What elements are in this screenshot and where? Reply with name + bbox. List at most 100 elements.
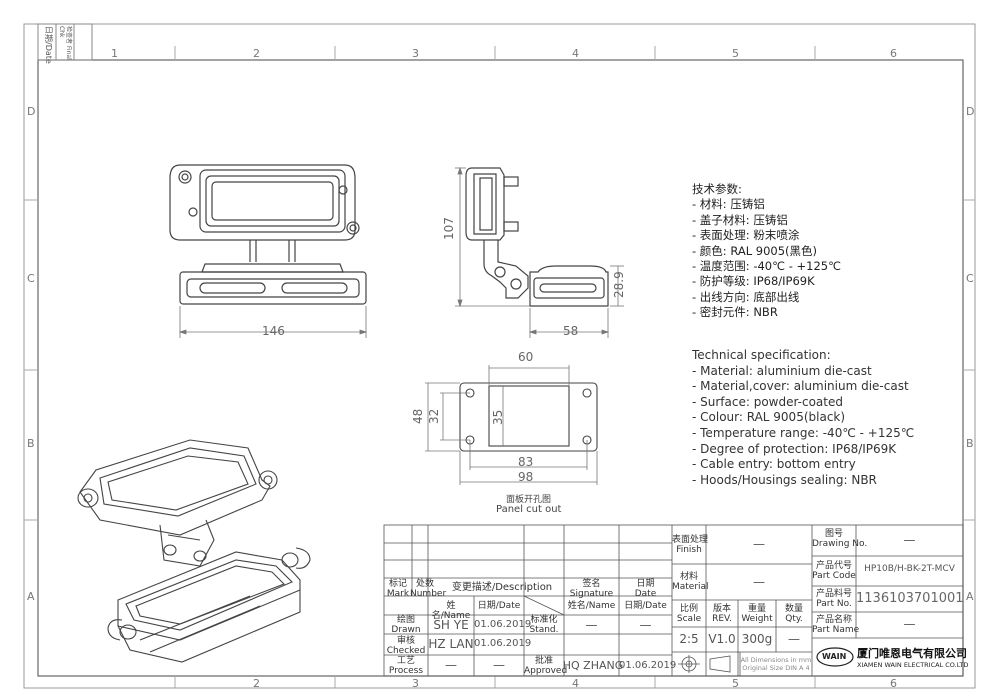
zone-left-a: A xyxy=(27,590,35,603)
specs-cn-item: - 材料: 压铸铝 xyxy=(692,197,765,212)
zone-top-4: 4 xyxy=(572,47,579,60)
tb-checked-name: HZ LAN xyxy=(428,637,474,651)
tb-material-value: — xyxy=(753,575,765,589)
specs-cn-item: - 密封元件: NBR xyxy=(692,305,778,320)
tb-rev-label: 版本 REV. xyxy=(712,604,732,624)
zone-bottom-4: 4 xyxy=(572,677,579,690)
company-name-en: XIAMEN WAIN ELECTRICAL CO.LTD xyxy=(857,661,969,669)
zone-left-c: C xyxy=(27,272,35,285)
specs-en-item: - Hoods/Housings sealing: NBR xyxy=(692,472,877,487)
tb-weight-label: 重量 Weight xyxy=(741,604,773,624)
tb-rev-value: V1.0 xyxy=(708,632,736,646)
tb-process-label: 工艺 Process xyxy=(388,656,424,676)
tb-number-label: 处数 Number xyxy=(410,579,447,599)
specs-en-item: - Material: aluminium die-cast xyxy=(692,363,872,378)
zone-bottom-5: 5 xyxy=(732,677,739,690)
tb-stand-name: — xyxy=(585,618,598,632)
tb-part-name-label: 产品名称 Part Name xyxy=(812,615,860,635)
tb-name-col: 姓名/Name xyxy=(431,601,471,621)
specs-en-item: - Material,cover: aluminium die-cast xyxy=(692,379,909,394)
tb-process-name: — xyxy=(445,658,457,672)
tb-date-col: 日期/Date xyxy=(477,601,521,611)
dim-cutout-h-mid: 32 xyxy=(427,408,441,424)
tb-part-code-value: HP10B/H-BK-2T-MCV xyxy=(864,564,955,574)
tb-checked-date: 01.06.2019 xyxy=(474,638,532,649)
zone-top-1: 1 xyxy=(111,47,118,60)
tb-finish-label: 表面处理 Finish xyxy=(672,535,709,555)
strip-check-label: 检查者 Final Chk xyxy=(58,26,72,60)
specs-cn-block: 技术参数: - 材料: 压铸铝 - 盖子材料: 压铸铝 - 表面处理: 粉末喷涂… xyxy=(692,182,841,321)
iso-view xyxy=(77,439,311,663)
tb-name-col2: 姓名/Name xyxy=(567,601,616,611)
zone-right-b: B xyxy=(966,437,974,450)
specs-cn-item: - 表面处理: 粉末喷涂 xyxy=(692,228,800,243)
wain-logo-mark xyxy=(816,647,854,667)
tb-scale-label: 比例 Scale xyxy=(676,604,702,624)
specs-en-block: Technical specification: - Material: alu… xyxy=(692,348,914,488)
tb-approved-date: 01.06.2019 xyxy=(619,660,677,671)
specs-cn-item: - 防护等级: IP68/IP69K xyxy=(692,274,815,289)
tb-finish-value: — xyxy=(753,537,765,551)
tb-mark-label: 标记 Mark xyxy=(386,579,410,599)
specs-en-item: - Surface: powder-coated xyxy=(692,394,843,409)
tb-date-col2: 日期/Date xyxy=(624,601,667,611)
tb-stand-label: 标准化 Stand. xyxy=(529,615,559,635)
cutout-label-en: Panel cut out xyxy=(496,504,562,515)
projection-symbol xyxy=(678,655,731,673)
dim-cutout-h-inner: 35 xyxy=(491,409,505,425)
strip-date-label: 日期/Date xyxy=(44,26,53,64)
specs-cn-title: 技术参数: xyxy=(692,182,742,196)
tb-checked-label: 审核 Checked xyxy=(386,636,426,656)
dim-146-lines xyxy=(178,306,368,338)
specs-cn-item: - 盖子材料: 压铸铝 xyxy=(692,212,788,227)
outer-frame xyxy=(23,23,976,689)
specs-cn-item: - 温度范围: -40℃ - +125℃ xyxy=(692,259,841,274)
zone-right-a: A xyxy=(966,590,974,603)
cutout-dim-lines xyxy=(425,365,598,485)
specs-en-item: - Cable entry: bottom entry xyxy=(692,457,856,472)
tb-part-no-value: 1136103701001 xyxy=(856,591,964,606)
dim-cutout-w-mid: 83 xyxy=(518,455,534,469)
tb-drawing-no-value: — xyxy=(903,533,916,547)
tb-date-label: 日期 Date xyxy=(634,579,657,599)
dim-depth-side: 58 xyxy=(563,324,579,338)
tb-qty-label: 数量 Qty. xyxy=(784,604,803,624)
specs-en-title: Technical specification: xyxy=(692,348,831,362)
specs-en-item: - Degree of protection: IP68/IP69K xyxy=(692,441,897,456)
tb-description-label: 变更描述/Description xyxy=(451,582,553,593)
zone-bottom-3: 3 xyxy=(412,677,419,690)
dim-cutout-width: 60 xyxy=(518,350,534,364)
side-view xyxy=(465,167,609,307)
zone-top-3: 3 xyxy=(412,47,419,60)
tb-drawn-date: 01.06.2019 xyxy=(474,619,532,630)
tb-signature-label: 签名 Signature xyxy=(569,579,614,599)
tb-part-code-label: 产品代号 Part Code xyxy=(812,561,856,581)
left-strip xyxy=(37,23,93,61)
title-block-grid xyxy=(383,524,964,677)
tb-qty-value: — xyxy=(788,632,800,646)
dim-cutout-h-outer: 48 xyxy=(411,408,425,424)
tb-units-note: All Dimensions in mm Original Size DIN A… xyxy=(740,656,812,672)
dim-cutout-w-outer: 98 xyxy=(518,470,534,484)
company-logo-text: WAIN xyxy=(822,652,847,661)
tb-drawn-label: 绘图 Drawn xyxy=(391,615,421,635)
zone-left-d: D xyxy=(27,105,36,118)
tb-material-label: 材料 Material xyxy=(672,572,709,592)
tb-drawing-no-label: 图号 Drawing No. xyxy=(812,529,868,549)
tb-drawn-name: SH YE xyxy=(433,618,469,632)
specs-en-item: - Colour: RAL 9005(black) xyxy=(692,410,846,425)
front-view xyxy=(169,164,367,305)
zone-top-2: 2 xyxy=(253,47,260,60)
zone-left-b: B xyxy=(27,437,35,450)
zone-top-5: 5 xyxy=(732,47,739,60)
tb-part-name-value: — xyxy=(903,617,916,631)
panel-cutout xyxy=(459,382,598,452)
dim-height-side: 107 xyxy=(442,217,456,240)
specs-cn-item: - 出线方向: 底部出线 xyxy=(692,289,800,304)
tb-part-no-label: 产品料号 Part No. xyxy=(815,589,852,609)
dim-width-front: 146 xyxy=(262,324,285,338)
dim-base-height: 28.9 xyxy=(612,271,626,298)
zone-ticks xyxy=(24,46,975,688)
